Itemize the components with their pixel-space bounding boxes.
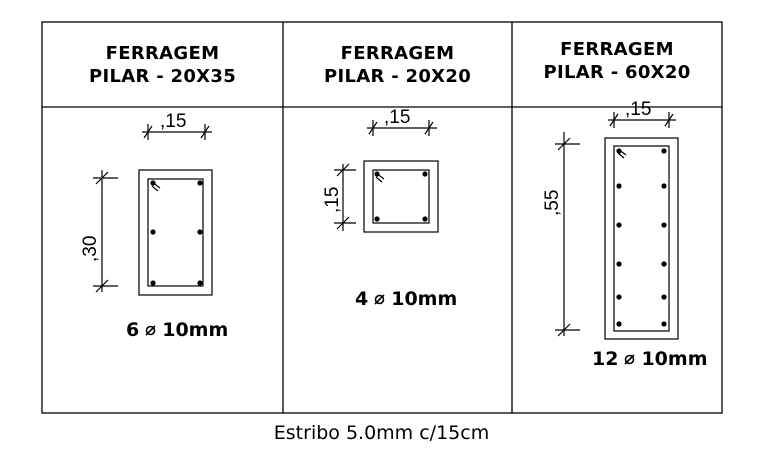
rebar: [197, 280, 203, 286]
rebar: [197, 180, 203, 186]
table-border: [41, 21, 723, 414]
bars-count: 12: [592, 348, 619, 370]
rebars-20x35: [150, 180, 203, 286]
dim-tick: [664, 113, 674, 127]
rebars-20x20: [374, 171, 428, 222]
rebar: [374, 216, 380, 222]
header-line-2: PILAR - 60X20: [543, 62, 691, 83]
dim-tick: [609, 113, 619, 127]
rebar: [616, 321, 622, 327]
dim-tick: [336, 163, 350, 177]
rebar-spec-20x20: 4 10mm: [355, 288, 457, 310]
dim-tick: [200, 125, 210, 139]
column-header-20x20: FERRAGEM PILAR - 20X20: [283, 42, 512, 88]
dim-width-label: ,15: [625, 99, 651, 120]
header-line-2: PILAR - 20X20: [323, 66, 472, 87]
rebar: [150, 180, 156, 186]
stirrup-hook: [617, 152, 625, 159]
stirrup-hook: [375, 176, 383, 183]
diameter-icon: [624, 353, 636, 365]
dim-height-label: ,55: [542, 190, 563, 216]
dim-tick: [368, 121, 378, 135]
diameter-icon: [145, 324, 156, 336]
rebar: [374, 171, 380, 177]
rebar: [150, 280, 156, 286]
rebar-spec-20x35: 6 10mm: [126, 319, 228, 341]
stirrup-note: Estribo 5.0mm c/15cm: [273, 422, 490, 444]
rebar: [197, 229, 203, 235]
dim-tick: [95, 171, 109, 185]
bars-diameter: 10mm: [641, 348, 708, 370]
rebar: [661, 321, 667, 327]
header-line-1: FERRAGEM: [340, 43, 455, 64]
column-header-60x20: FERRAGEM PILAR - 60X20: [512, 38, 722, 84]
rebar: [422, 216, 428, 222]
header-line-1: FERRAGEM: [105, 43, 220, 64]
stirrup: [147, 178, 204, 287]
table-grid: [41, 21, 723, 414]
rebar: [661, 261, 667, 267]
dim-tick: [143, 125, 153, 139]
header-line-1: FERRAGEM: [560, 39, 674, 60]
bars-count: 6: [126, 319, 140, 341]
rebar: [616, 261, 622, 267]
bars-count: 4: [355, 288, 369, 310]
section-outline: [138, 169, 213, 296]
diameter-icon: [374, 293, 385, 305]
rebar: [616, 294, 622, 300]
dim-tick: [557, 323, 571, 337]
dim-width-label: ,15: [384, 107, 410, 128]
column-header-20x35: FERRAGEM PILAR - 20X35: [42, 42, 283, 88]
rebar: [616, 183, 622, 189]
rebar: [661, 148, 667, 154]
bars-diameter: 10mm: [162, 319, 229, 341]
rebars-60x20: [616, 148, 667, 327]
dim-tick: [424, 121, 434, 135]
stirrup: [613, 145, 670, 332]
section-outline: [604, 137, 679, 340]
rebar: [616, 222, 622, 228]
stirrup: [372, 169, 430, 224]
header-line-2: PILAR - 20X35: [88, 66, 237, 87]
bars-diameter: 10mm: [391, 288, 458, 310]
stirrup-hook: [151, 185, 159, 192]
rebar-spec-60x20: 12 10mm: [592, 348, 708, 370]
dim-tick: [336, 216, 350, 230]
dim-height-label: ,15: [322, 187, 343, 213]
rebar: [616, 148, 622, 154]
dim-height-label: ,30: [80, 236, 101, 262]
section-20x20: [334, 120, 439, 233]
dim-tick: [95, 279, 109, 293]
rebar: [661, 183, 667, 189]
rebar: [150, 229, 156, 235]
rebar: [661, 222, 667, 228]
rebar: [422, 171, 428, 177]
section-outline: [363, 160, 439, 233]
section-60x20: [555, 112, 679, 340]
dim-width-label: ,15: [160, 111, 186, 132]
section-20x35: [93, 124, 213, 296]
dim-tick: [557, 137, 571, 151]
rebar: [661, 294, 667, 300]
